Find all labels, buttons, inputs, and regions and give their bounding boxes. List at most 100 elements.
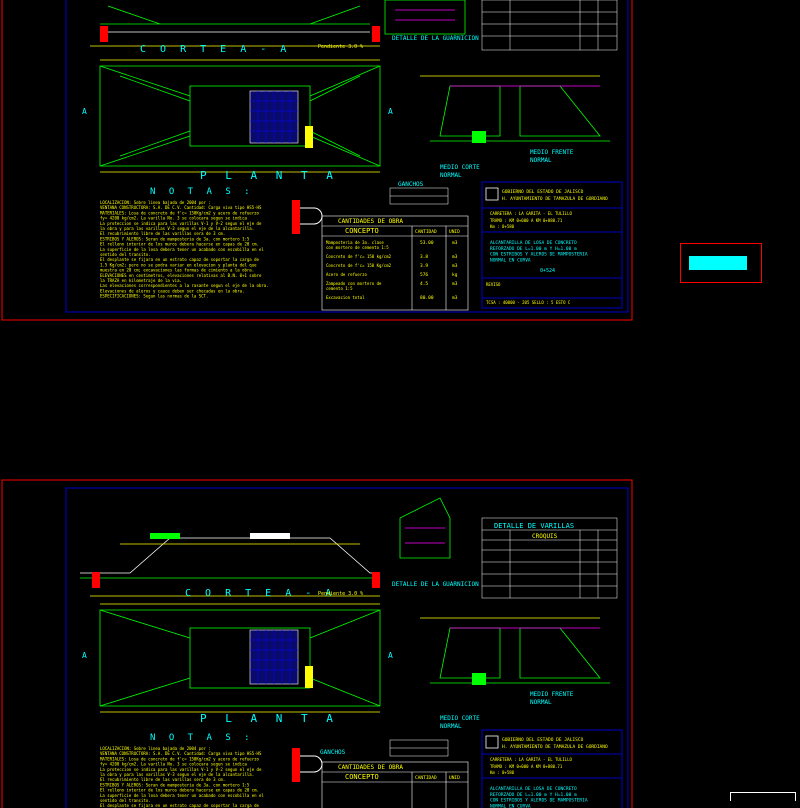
- quantity-header: CANTIDAD: [415, 229, 437, 235]
- note-line: El desplante se fijara en un estrato cap…: [100, 803, 260, 808]
- unit-header: UNID: [449, 775, 460, 781]
- quantities-table: [321, 215, 469, 311]
- cad-drawing-top: C O R T E A - A Pendiente 3.0 % DETALLE …: [1, 0, 633, 321]
- title-station: 0+524: [540, 268, 555, 274]
- title-km: Km : 0+580: [490, 770, 515, 775]
- quantity-value: 3.8: [420, 254, 428, 260]
- quantity-unit: m3: [452, 281, 458, 287]
- note-line: ESTRIBOS Y ALEROS: Seran de mamposteria …: [100, 236, 250, 241]
- quantity-concept: Excavacion total: [326, 295, 365, 300]
- frame: [1, 0, 633, 321]
- note-line: La superficie de la losa debera tener un…: [100, 793, 264, 798]
- section-marker-right: A: [388, 107, 393, 116]
- drawing-sheet-top: C O R T E A - A Pendiente 3.0 % DETALLE …: [0, 0, 800, 324]
- quantity-value: 576: [420, 272, 428, 278]
- quantity-concept: con mortero de cemento 1:5: [326, 245, 389, 250]
- frame: [1, 479, 633, 808]
- curb-detail-title: DETALLE DE LA GUARNICION: [392, 35, 479, 42]
- note-line: El relleno interior de los muros debera …: [100, 788, 259, 793]
- note-line: VENTANA CONSTRUCTORA: S.A. DE C.V. Canti…: [100, 751, 262, 756]
- curb-detail: [384, 0, 466, 35]
- title-km: Km : 0+580: [490, 224, 515, 229]
- note-line: ESTRIBOS Y ALEROS: Seran de mamposteria …: [100, 782, 250, 787]
- thumbnail-content: [689, 256, 747, 270]
- quantity-concept: cemento 1:5: [326, 286, 353, 291]
- quantity-unit: m3: [452, 254, 458, 260]
- quantity-concept: Concreto de f'c= 150 Kg/cm2: [326, 263, 392, 268]
- note-line: La proteccion se indica para las varilla…: [100, 221, 262, 226]
- title-revised: REVISO: [486, 282, 501, 287]
- concept-header: CONCEPTO: [345, 773, 379, 781]
- note-line: Las elevaciones correspondientes a la ra…: [100, 283, 269, 288]
- concept-header: CONCEPTO: [345, 227, 379, 235]
- hooks-table: [389, 187, 449, 205]
- note-line: ELEVACIONES en centimetros, elevaciones …: [100, 273, 262, 278]
- note-line: sentido del transito.: [100, 252, 151, 257]
- inner-frame: [65, 0, 629, 313]
- hook-icon: [292, 748, 323, 782]
- notes-title: N O T A S :: [150, 733, 254, 743]
- half-front-view: [420, 75, 610, 143]
- quantities-title: CANTIDADES DE OBRA: [338, 764, 403, 771]
- quantity-value: 3.9: [420, 263, 428, 269]
- quantity-value: 80.00: [420, 295, 434, 301]
- unit-header: UNID: [449, 229, 460, 235]
- hooks-title: GANCHOS: [398, 181, 424, 188]
- section-marker-right: A: [388, 651, 393, 660]
- plan-view: [99, 603, 381, 713]
- title-government: GOBIERNO DEL ESTADO DE JALISCO: [502, 189, 584, 195]
- notes-title: N O T A S :: [150, 187, 254, 197]
- plan-curb: [305, 126, 313, 148]
- note-line: 1.5 Kg/cm2; pero no se podra variar en e…: [100, 262, 257, 267]
- note-line: fy= 4200 kg/cm2. La varilla No. 3 se col…: [100, 216, 247, 221]
- note-line: MATERIALES: Losa de concreto de f'c= 150…: [100, 756, 260, 761]
- quantity-concept: Zampeado con mortero de: [326, 281, 382, 286]
- hook-icon: [292, 200, 323, 234]
- quantity-header: CANTIDAD: [415, 775, 437, 781]
- quantities-title: CANTIDADES DE OBRA: [338, 218, 403, 225]
- curb-detail-title: DETALLE DE LA GUARNICION: [392, 581, 479, 588]
- curb-detail: [399, 497, 451, 559]
- note-line: LOCALIZACION: Sobre linea bajada de 2004…: [100, 200, 211, 205]
- note-line: fy= 4200 kg/cm2. La varilla No. 3 se col…: [100, 762, 247, 767]
- note-line: la obra y para las varillas V-3 segun el…: [100, 226, 254, 231]
- note-line: El recubrimiento libre de las varillas s…: [100, 231, 225, 236]
- hooks-title: GANCHOS: [320, 749, 346, 756]
- section-marker-left: A: [82, 107, 87, 116]
- title-road: CARRETERA : LA GARITA - EL TULILLO: [490, 211, 572, 216]
- title-government: GOBIERNO DEL ESTADO DE JALISCO: [502, 737, 584, 743]
- note-line: la TRAZA en kilometraje de la via.: [100, 278, 182, 283]
- note-line: El relleno interior de los muros debera …: [100, 242, 259, 247]
- cad-drawing-bottom: C O R T E A - A Pendiente 3.0 % DETALLE …: [1, 479, 633, 808]
- quantity-unit: m3: [452, 263, 458, 269]
- quantity-unit: kg: [452, 272, 458, 278]
- note-line: Elevaciones de aleros y cauce deben ser …: [100, 288, 245, 293]
- plan-view: [99, 59, 381, 173]
- title-block: [481, 729, 623, 808]
- quantity-unit: m3: [452, 240, 458, 246]
- plan-rebar-grid: [249, 629, 299, 685]
- rebar-table: [481, 0, 618, 51]
- slope-label: Pendiente 3.0 %: [318, 44, 363, 50]
- note-line: muestra en 20 cm; excavaciones las forma…: [100, 268, 254, 273]
- hooks-table: [389, 739, 449, 757]
- title-block: [481, 181, 623, 309]
- note-line: MATERIALES: Losa de concreto de f'c= 150…: [100, 210, 260, 215]
- title-segment: TRAMO : KM 0+000 A KM 0+880.71: [490, 764, 563, 769]
- title-segment: TRAMO : KM 0+000 A KM 0+880.71: [490, 218, 563, 223]
- inner-frame: [65, 487, 629, 808]
- note-line: LOCALIZACION: Sobre linea bajada de 2004…: [100, 746, 211, 751]
- title-municipality: H. AYUNTAMIENTO DE TAMAZULA DE GORDIANO: [502, 196, 608, 202]
- sheet-thumbnail-2[interactable]: [730, 792, 796, 801]
- section-title: C O R T E A - A: [140, 44, 290, 55]
- note-line: El desplante se fijara en un estrato cap…: [100, 257, 260, 262]
- notes-block: LOCALIZACION: Sobre linea bajada de 2004…: [100, 200, 269, 299]
- sheet-thumbnail[interactable]: [680, 243, 762, 283]
- notes-block: LOCALIZACION: Sobre linea bajada de 2004…: [100, 746, 264, 808]
- section-marker-left: A: [82, 651, 87, 660]
